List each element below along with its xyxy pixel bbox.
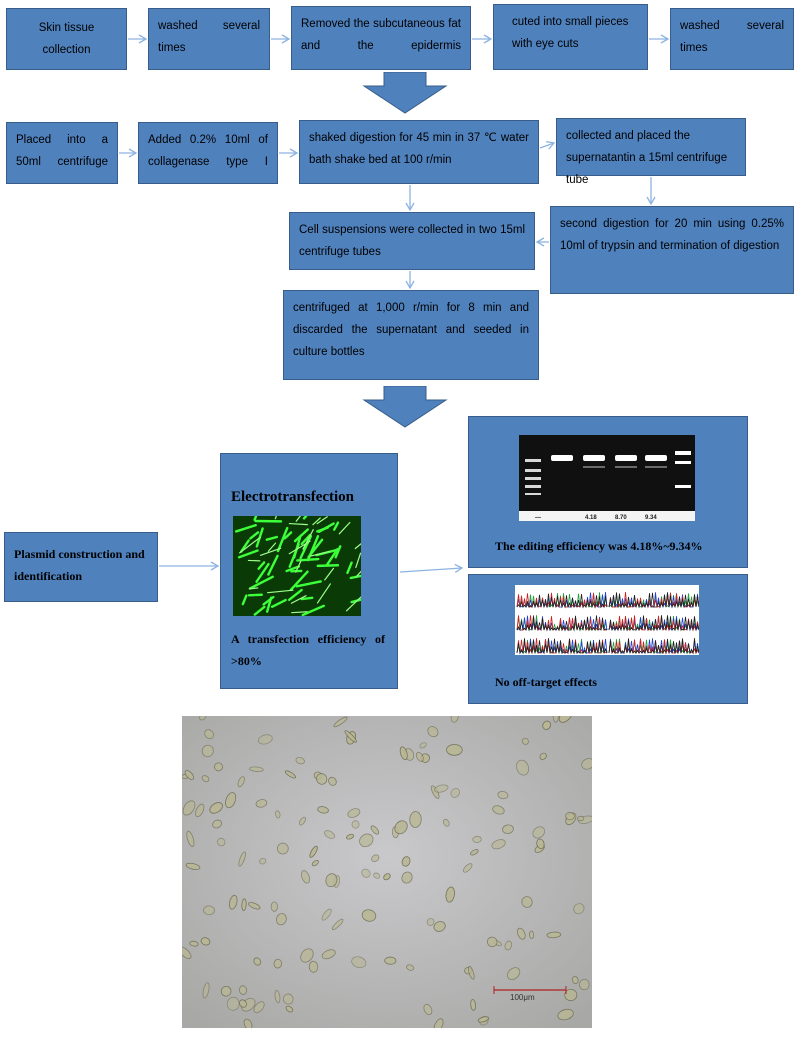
panel-editing-efficiency: — 4.18 8.70 9.34 The editing efficiency … (468, 416, 748, 568)
electro-caption: A transfection efficiency of >80% (231, 632, 385, 668)
gel-lane-label: 4.18 (585, 515, 597, 521)
step-label: collected and placed the supernatantin a… (566, 130, 728, 186)
scale-bar-label: 100μm (510, 993, 535, 1002)
cell-micrograph-image (182, 716, 592, 1028)
step-washed-1: washed several times (148, 8, 270, 70)
gel-lane-label: 9.34 (645, 515, 657, 521)
step-removed-fat: Removed the subcutaneous fat and the epi… (291, 6, 471, 70)
step-placed-centrifuge: Placed into a 50ml centrifuge (6, 122, 118, 184)
step-label: shaked digestion for 45 min in 37 ℃ wate… (309, 132, 529, 166)
big-down-arrow-1 (362, 72, 448, 114)
step-skin-tissue-collection: Skin tissue collection (6, 8, 127, 70)
step-label: Removed the subcutaneous fat and the epi… (301, 18, 461, 52)
step-label: Added 0.2% 10ml of collagenase type I (148, 134, 268, 168)
step-label: Skin tissue collection (38, 22, 95, 56)
offtarget-caption: No off-target effects (495, 675, 597, 689)
step-label: washed several times (158, 20, 260, 54)
step-cell-suspensions: Cell suspensions were collected in two 1… (289, 212, 535, 270)
editing-caption: The editing efficiency was 4.18%~9.34% (495, 539, 703, 553)
step-added-collagenase: Added 0.2% 10ml of collagenase type I (138, 122, 278, 184)
sequencing-chromatogram-image (515, 585, 699, 655)
step-label: Placed into a 50ml centrifuge (16, 134, 108, 168)
step-cuted-pieces: cuted into small pieces with eye cuts (493, 4, 648, 70)
panel-electrotransfection: Electrotransfection A transfection effic… (220, 453, 398, 689)
svg-text:—: — (535, 515, 541, 521)
step-plasmid-construction: Plasmid construction and identification (4, 532, 158, 602)
gel-electrophoresis-image: — 4.18 8.70 9.34 (519, 435, 695, 521)
step-label: cuted into small pieces with eye cuts (512, 16, 629, 50)
electro-title: Electrotransfection (231, 489, 355, 505)
big-down-arrow-2 (362, 386, 448, 428)
step-label: second digestion for 20 min using 0.25% … (560, 218, 784, 252)
panel-off-target: No off-target effects (468, 574, 748, 704)
step-label: Cell suspensions were collected in two 1… (299, 224, 525, 258)
step-centrifuged: centrifuged at 1,000 r/min for 8 min and… (283, 290, 539, 380)
gel-lane-label: 8.70 (615, 515, 627, 521)
fluorescence-image (233, 516, 361, 616)
step-second-digestion: second digestion for 20 min using 0.25% … (550, 206, 794, 294)
step-label: Plasmid construction and identification (14, 547, 145, 583)
step-label: centrifuged at 1,000 r/min for 8 min and… (293, 302, 529, 358)
step-washed-2: washed several times (670, 8, 794, 70)
step-shaked-digestion: shaked digestion for 45 min in 37 ℃ wate… (299, 120, 539, 184)
step-label: washed several times (680, 20, 784, 54)
step-collected-supernatant: collected and placed the supernatantin a… (556, 118, 746, 186)
